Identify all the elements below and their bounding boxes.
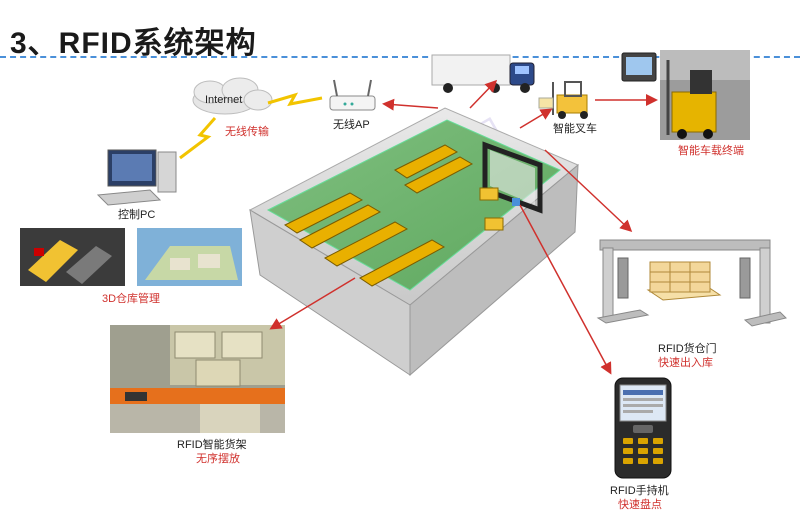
- internet-label: Internet: [205, 94, 242, 106]
- warehouse-3d-photo-right: [137, 228, 242, 286]
- vehicle-terminal-photo: [660, 50, 750, 140]
- wireless-transfer-label: 无线传输: [225, 124, 269, 138]
- rfid-shelf-desc: 无序摆放: [196, 451, 240, 465]
- vehicle-terminal-device-icon: [621, 52, 657, 82]
- arrow-warehouse-forklift: [519, 108, 553, 129]
- rfid-handheld-label: RFID手持机: [610, 483, 669, 497]
- wireless-link-internet-ap: [267, 92, 323, 107]
- connection-arrows: [269, 79, 658, 375]
- smart-forklift-label: 智能叉车: [553, 121, 597, 135]
- arrow-warehouse-gate: [544, 149, 633, 233]
- arrow-warehouse-shelf: [269, 277, 356, 330]
- wireless-link-internet-pc: [179, 117, 217, 160]
- arrow-warehouse-truck: [469, 79, 498, 109]
- vehicle-terminal-label: 智能车载终端: [678, 143, 744, 157]
- control-pc-label: 控制PC: [118, 207, 155, 221]
- arrow-warehouse-ap: [382, 98, 439, 111]
- title-divider: [0, 56, 800, 58]
- warehouse-3d-label: 3D仓库管理: [102, 291, 160, 305]
- truck-icon: [431, 54, 535, 93]
- rfid-handheld-desc: 快速盘点: [618, 497, 662, 511]
- rfid-gate-desc: 快速出入库: [658, 355, 713, 369]
- central-warehouse-illustration: [248, 107, 579, 377]
- rfid-shelf-label: RFID智能货架: [177, 437, 247, 451]
- arrow-warehouse-handheld: [519, 204, 612, 375]
- wireless-ap-label: 无线AP: [333, 117, 370, 131]
- smart-forklift-icon: [538, 81, 588, 119]
- internet-cloud-icon: [192, 77, 273, 115]
- rfid-gate-label: RFID货仓门: [658, 341, 717, 355]
- page-title: 3、RFID系统架构: [10, 27, 257, 60]
- control-pc-icon: [96, 149, 177, 206]
- rfid-gate-illustration: [596, 239, 787, 327]
- wireless-ap-icon: [329, 79, 376, 111]
- warehouse-shelves: [284, 144, 474, 287]
- rfid-shelf-photo: [110, 325, 285, 433]
- warehouse-rfid-gate-icon: [482, 141, 543, 214]
- rfid-handheld-icon: [614, 377, 672, 479]
- warehouse-3d-photo-left: [20, 228, 125, 286]
